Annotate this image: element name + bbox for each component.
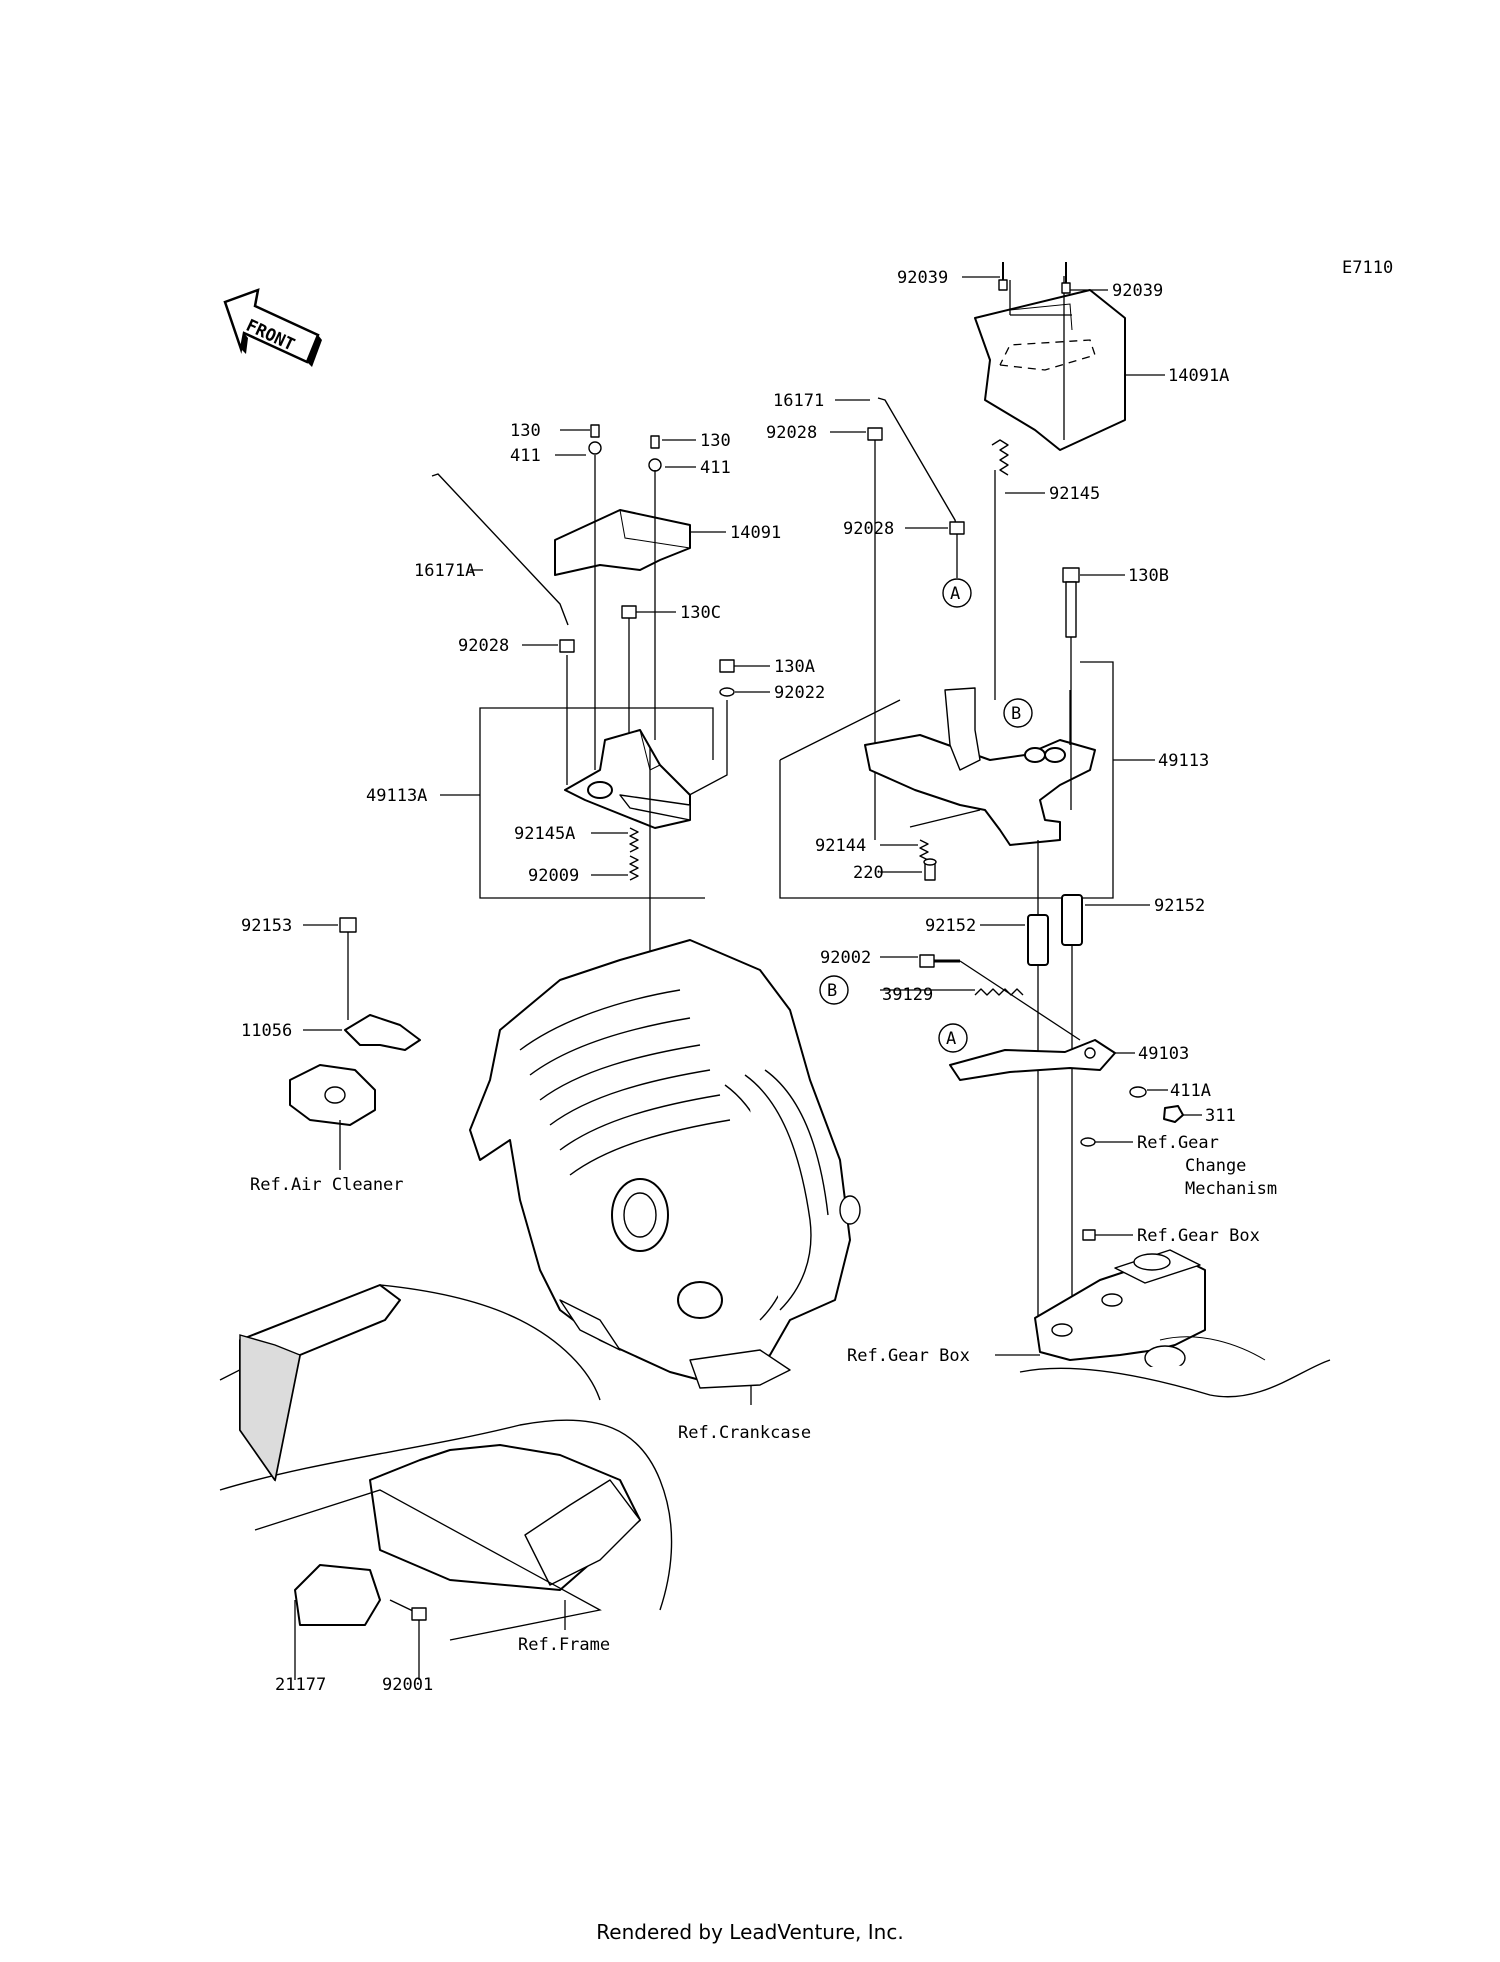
label-92028-top: 92028 — [766, 423, 817, 443]
label-14091: 14091 — [730, 523, 781, 543]
label-130A: 130A — [774, 657, 815, 677]
assembly-49113 — [779, 661, 1114, 899]
ref-gear-washers — [1080, 1137, 1096, 1241]
gear-box — [1019, 1249, 1331, 1398]
spring-92144 — [909, 809, 981, 861]
bolt-130B — [1062, 567, 1080, 810]
nut-311 — [1163, 1105, 1184, 1123]
label-49103: 49103 — [1138, 1044, 1189, 1064]
collar-92152-right — [1061, 894, 1083, 1335]
ref-gear-box-left: Ref.Gear Box — [847, 1346, 970, 1366]
label-92022: 92022 — [774, 683, 825, 703]
footer-credit: Rendered by LeadVenture, Inc. — [596, 1920, 904, 1944]
rod-16171A — [431, 473, 575, 785]
collar-92152-left — [1027, 840, 1049, 1340]
module-21177 — [294, 1564, 381, 1680]
label-14091A: 14091A — [1168, 366, 1229, 386]
front-arrow-icon: FRONT — [223, 288, 322, 367]
callout-B-top-text: B — [1011, 704, 1021, 724]
label-49113: 49113 — [1158, 751, 1209, 771]
label-130C: 130C — [680, 603, 721, 623]
frame — [219, 1284, 673, 1641]
spring-39129 — [974, 988, 1024, 996]
label-411-left: 411 — [510, 446, 541, 466]
bolt-92002 — [919, 954, 960, 968]
label-92152-right: 92152 — [1154, 896, 1205, 916]
pin-92009 — [629, 855, 639, 881]
label-21177: 21177 — [275, 1675, 326, 1695]
label-92145: 92145 — [1049, 484, 1100, 504]
bolt-220 — [923, 858, 937, 881]
callout-A-top-text: A — [950, 584, 960, 604]
label-92002: 92002 — [820, 948, 871, 968]
ref-gear-box-right: Ref.Gear Box — [1137, 1226, 1260, 1246]
label-220: 220 — [853, 863, 884, 883]
pin-92039-right — [1061, 262, 1071, 294]
air-cleaner-bracket — [289, 917, 421, 1170]
callout-B-top: B — [1003, 698, 1033, 728]
label-411A: 411A — [1170, 1081, 1211, 1101]
callout-B-bottom: B — [819, 975, 849, 1005]
ref-frame: Ref.Frame — [518, 1635, 610, 1655]
callout-B-bottom-text: B — [827, 981, 837, 1001]
ref-gear-change-1: Ref.Gear — [1137, 1133, 1219, 1153]
diagram-code: E7110 — [1342, 258, 1394, 278]
label-411-right: 411 — [700, 458, 731, 478]
label-130-right: 130 — [700, 431, 731, 451]
label-130-left: 130 — [510, 421, 541, 441]
bolt-130A — [679, 659, 735, 801]
cover-14091 — [554, 424, 691, 770]
label-92028-left: 92028 — [458, 636, 509, 656]
label-92144: 92144 — [815, 836, 866, 856]
label-16171: 16171 — [773, 391, 824, 411]
ref-gear-change-3: Mechanism — [1185, 1179, 1277, 1199]
spring-92145A — [629, 827, 639, 853]
leader-lines — [303, 276, 1202, 1356]
bolt-92001 — [389, 1599, 427, 1680]
label-92152-left: 92152 — [925, 916, 976, 936]
spring-92145 — [991, 439, 1009, 700]
callout-A-bottom-text: A — [946, 1029, 956, 1049]
label-11056: 11056 — [241, 1021, 292, 1041]
label-92009: 92009 — [528, 866, 579, 886]
ref-crankcase: Ref.Crankcase — [678, 1423, 811, 1443]
crankcase — [469, 939, 861, 1405]
label-311: 311 — [1205, 1106, 1236, 1126]
rod-16171 — [867, 397, 965, 840]
label-92039-left: 92039 — [897, 268, 948, 288]
cover-14091A — [974, 276, 1126, 451]
bolt-130C — [621, 565, 656, 740]
label-49113A: 49113A — [366, 786, 427, 806]
label-92001: 92001 — [382, 1675, 433, 1695]
label-92153: 92153 — [241, 916, 292, 936]
label-92039-right: 92039 — [1112, 281, 1163, 301]
label-16171A: 16171A — [414, 561, 475, 581]
washer-411A — [1129, 1086, 1147, 1098]
label-92145A: 92145A — [514, 824, 575, 844]
label-92028-mid: 92028 — [843, 519, 894, 539]
callout-A-bottom: A — [938, 1023, 968, 1053]
lever-49103 — [949, 960, 1116, 1081]
callout-A-top: A — [942, 578, 972, 608]
label-39129: 39129 — [882, 985, 933, 1005]
pin-92039-left — [998, 262, 1008, 291]
ref-gear-change-2: Change — [1185, 1156, 1246, 1176]
label-130B: 130B — [1128, 566, 1169, 586]
ref-air-cleaner: Ref.Air Cleaner — [250, 1175, 404, 1195]
